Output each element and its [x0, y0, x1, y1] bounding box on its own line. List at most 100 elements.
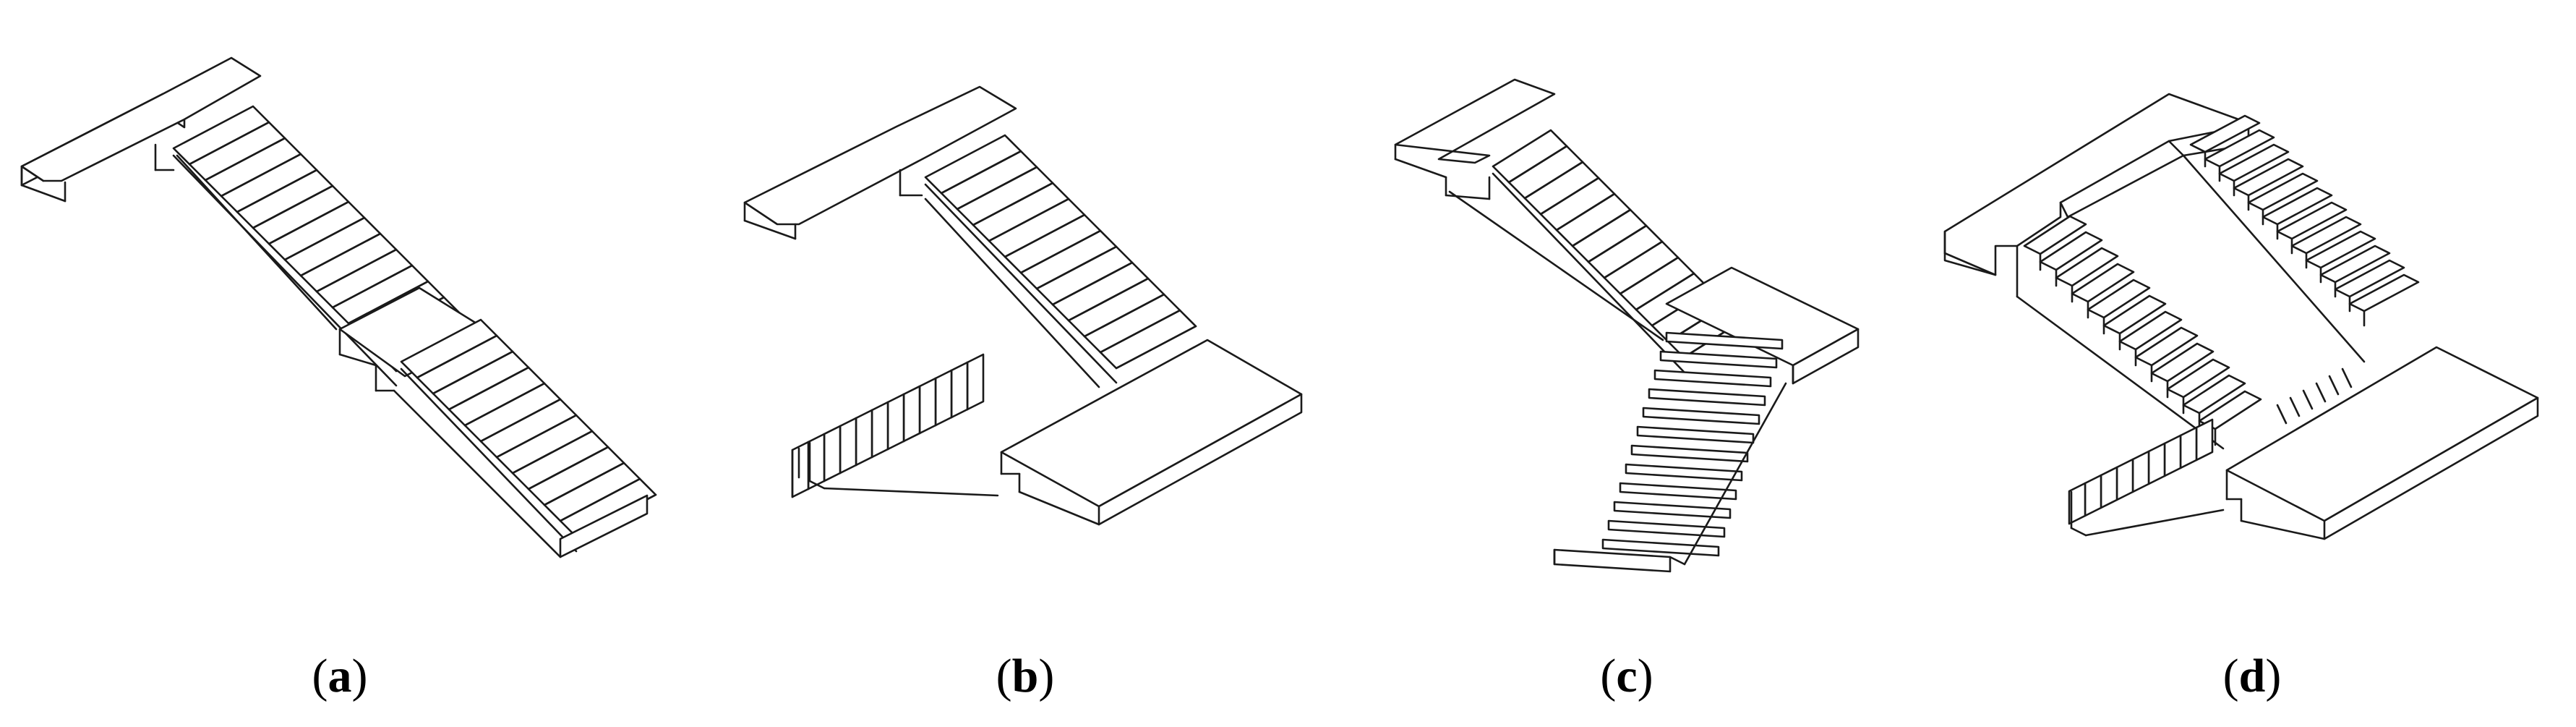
flight-b-upper-riser	[1019, 229, 1102, 274]
flight-a-lower-riser	[559, 477, 641, 522]
flight-d-left-tread	[2118, 310, 2183, 351]
staircase-d	[1943, 93, 2539, 540]
flight-d-left-tread	[2102, 294, 2167, 335]
inner-step	[2315, 382, 2327, 403]
flight-c-upper-riser	[1619, 256, 1679, 295]
flight-b-upper-riser	[1115, 325, 1197, 370]
staircase-c	[1394, 78, 1860, 573]
flight-b-lower-tread	[839, 417, 857, 475]
flight-d-right-tread	[2319, 245, 2391, 284]
stringer-c-lower	[1683, 382, 1787, 566]
edge-line	[1018, 490, 1100, 526]
flight-d-lower-tread	[2115, 458, 2134, 501]
flight-d-right-tread	[2204, 129, 2275, 168]
inner-step	[2276, 404, 2288, 425]
flight-d-left-tread	[2039, 231, 2103, 271]
inner-step	[2341, 367, 2353, 388]
flight-b-upper-riser	[940, 150, 1022, 195]
flight-a-lower-stringer	[400, 367, 578, 553]
inner-step	[2302, 389, 2314, 410]
flight-d-lower-tread	[2179, 426, 2198, 469]
flight-b-upper-riser	[1067, 277, 1150, 322]
flight-c-upper-riser	[1635, 272, 1695, 311]
stringer-a-lower	[393, 389, 562, 558]
flight-c-upper-stringer	[1492, 172, 1685, 373]
flight-a-upper-riser	[268, 200, 350, 245]
flight-c-upper-riser	[1587, 224, 1648, 263]
edge-line	[2240, 519, 2326, 540]
edge-line	[743, 219, 797, 240]
flight-c-lower-tread	[1619, 482, 1737, 501]
flight-b-upper-riser	[1051, 261, 1134, 306]
stringer-b-upper	[924, 197, 1100, 388]
stringer-c-upper	[1448, 190, 1664, 341]
flight-b-upper-riser	[972, 182, 1054, 226]
flight-a-upper-riser	[347, 280, 429, 325]
flight-d-right-tread	[2262, 187, 2333, 226]
flight-a-upper-riser	[204, 137, 286, 182]
flight-b-lower-tread	[918, 377, 937, 435]
foot-a	[559, 494, 649, 558]
flight-b-lower-tread	[886, 393, 905, 451]
flight-d-lower-tread	[2131, 450, 2150, 493]
edge-line	[1394, 158, 1447, 179]
flight-c-lower-tread	[1607, 519, 1726, 538]
flight-a-lower-riser	[495, 414, 578, 459]
flight-c-lower-tread	[1665, 331, 1784, 350]
flight-b-lower-tread	[950, 361, 969, 419]
flight-a-upper-riser	[315, 248, 398, 293]
flight-c-lower-tread	[1642, 407, 1760, 425]
landing-c-top	[1394, 78, 1556, 164]
flight-d-left-tread	[2166, 358, 2230, 399]
flight-d-left-tread	[2150, 342, 2215, 383]
flight-a-upper-riser	[252, 184, 334, 229]
inner-step	[2328, 375, 2340, 396]
flight-b-lower-tread	[934, 369, 953, 427]
stringer-d-right	[2182, 154, 2366, 363]
flight-c-lower-foot	[1553, 548, 1672, 573]
flight-d-right-tread	[2290, 216, 2362, 255]
flight-c-lower-tread	[1659, 350, 1778, 369]
flight-b-lower-tread	[902, 385, 921, 443]
flight-b-lower-tread	[855, 409, 873, 467]
flight-d-right-tread	[2218, 143, 2290, 182]
inner-step	[2289, 396, 2301, 417]
flight-c-upper-riser	[1555, 192, 1616, 231]
edge-line	[2070, 527, 2087, 537]
staircase-a	[20, 56, 657, 558]
flight-d-lower-tread	[2100, 466, 2118, 509]
flight-a-lower-riser	[432, 350, 514, 395]
flight-a-lower-riser	[479, 398, 562, 443]
panel-label-a: (a)	[312, 650, 368, 702]
landing-b-top	[743, 85, 1017, 226]
flight-d-lower-tread	[2163, 434, 2182, 477]
flight-a-upper-riser	[220, 153, 302, 197]
flight-c-upper-riser	[1571, 208, 1632, 247]
flight-d-right-tread	[2334, 259, 2405, 298]
flight-b-upper-riser	[1004, 213, 1086, 258]
panel-label-b: (b)	[996, 650, 1055, 702]
flight-d-lower-tread	[2195, 418, 2214, 462]
flight-a-lower-riser	[543, 462, 625, 506]
flight-d-right-tread	[2276, 201, 2348, 240]
flight-a-upper-stringer	[172, 154, 398, 387]
stringer-b-lower	[823, 487, 999, 497]
flight-d-left-tread	[2055, 247, 2119, 287]
edge-line	[1445, 194, 1491, 200]
landing-a-top-plate	[20, 56, 262, 182]
flight-a-upper-riser	[283, 216, 366, 261]
flight-d-lower-tread	[2084, 474, 2102, 517]
flight-a-upper-riser	[299, 232, 382, 277]
flight-b-upper-riser	[1099, 309, 1181, 354]
flight-d-lower-tread	[2068, 482, 2087, 525]
flight-b-lower-tread	[791, 441, 810, 498]
edge-line	[808, 480, 826, 490]
edge-line	[2168, 140, 2185, 157]
edge-line	[20, 184, 67, 203]
flight-b-upper-riser	[1083, 293, 1165, 338]
flight-c-lower-tread	[1625, 463, 1743, 482]
flight-c-upper-riser	[1603, 240, 1664, 279]
flight-a-upper-riser	[331, 264, 414, 309]
